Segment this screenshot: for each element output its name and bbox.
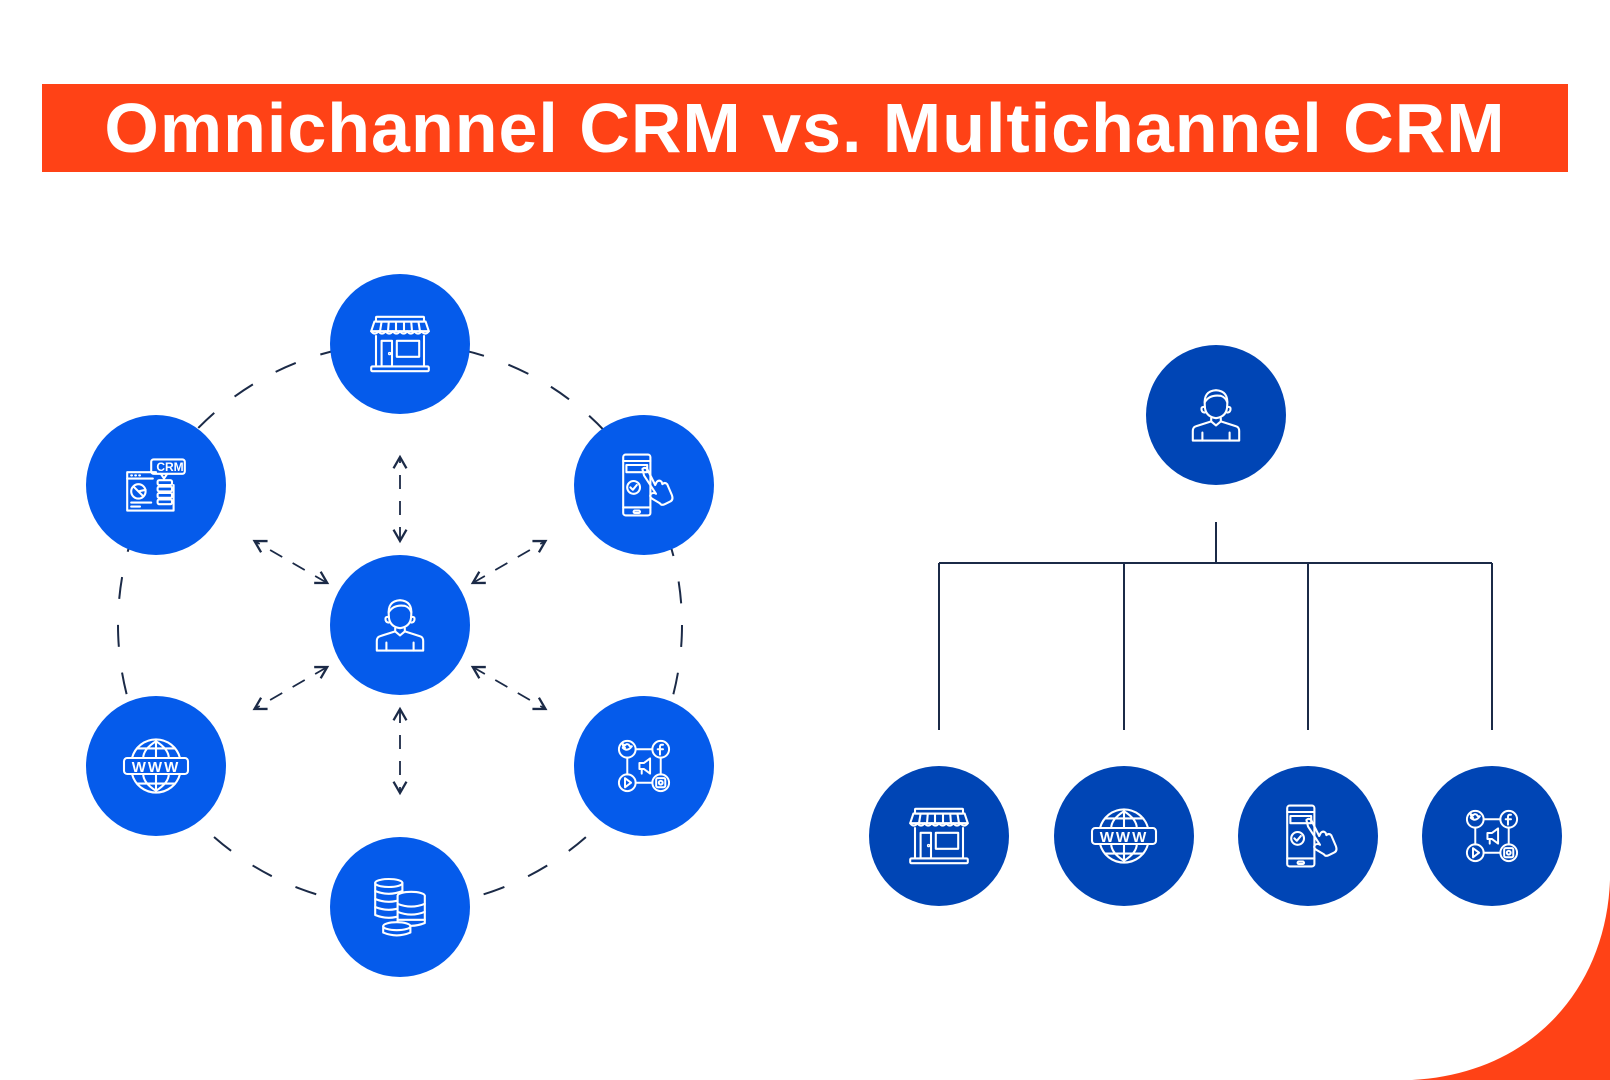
bidirectional-arrow (252, 539, 330, 585)
bidirectional-arrow (252, 665, 330, 711)
omni-channel-payments (330, 837, 470, 977)
multi-root-customer (1146, 345, 1286, 485)
globe-label: WWW (1100, 829, 1148, 846)
omni-channel-website: WWW (86, 696, 226, 836)
omni-channel-storefront (330, 274, 470, 414)
bidirectional-arrow (470, 665, 548, 711)
omnichannel-arrows (252, 454, 548, 796)
multi-channel-website: WWW (1054, 766, 1194, 906)
crm-label: CRM (156, 460, 183, 474)
multi-channel-storefront (869, 766, 1009, 906)
title-banner: Omnichannel CRM vs. Multichannel CRM (42, 84, 1568, 172)
page-title: Omnichannel CRM vs. Multichannel CRM (104, 89, 1506, 167)
corner-accent-shape (1412, 880, 1610, 1080)
multi-channel-mobile (1238, 766, 1378, 906)
omni-center-customer (330, 555, 470, 695)
bidirectional-arrow (470, 539, 548, 585)
globe-label: WWW (132, 759, 180, 776)
omni-channel-crm: CRM (86, 415, 226, 555)
multichannel-tree-lines (938, 522, 1493, 730)
multi-channel-social (1422, 766, 1562, 906)
omni-channel-mobile (574, 415, 714, 555)
omni-channel-social (574, 696, 714, 836)
